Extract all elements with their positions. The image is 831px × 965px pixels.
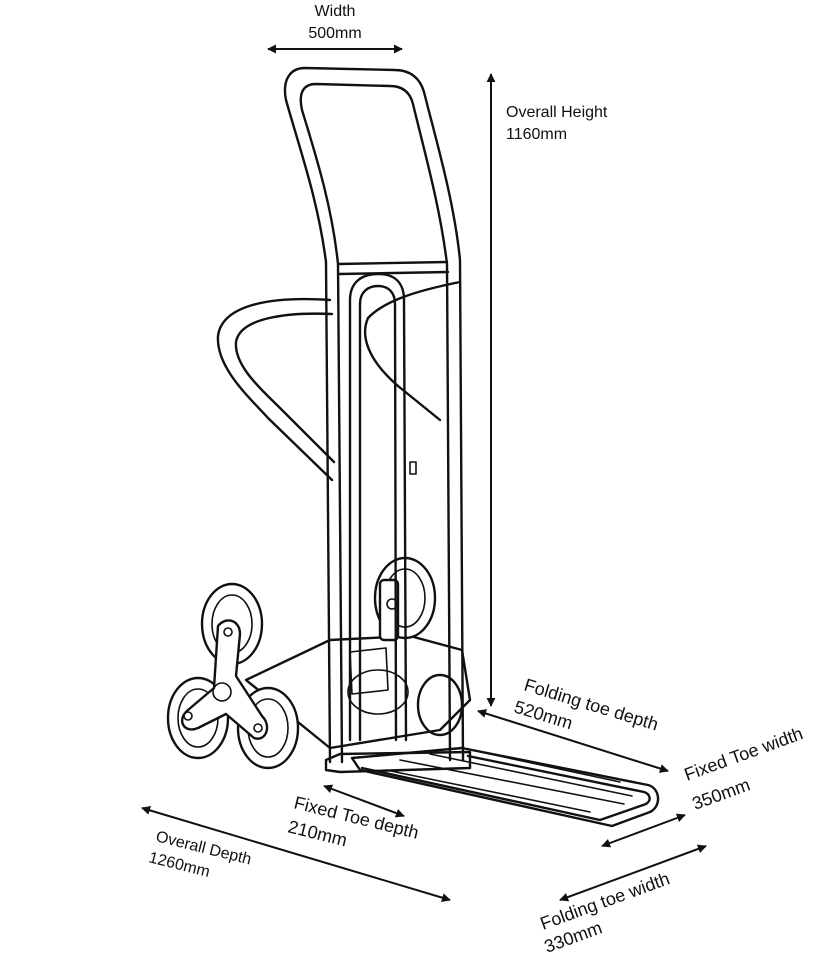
width-label: Width <box>315 3 356 20</box>
folding-toe-depth-arrow <box>477 709 669 773</box>
height-value: 1160mm <box>506 126 567 143</box>
main-frame <box>283 66 465 764</box>
dimension-arrows <box>141 44 707 902</box>
rear-handle-loop <box>216 280 462 482</box>
fixed-toe <box>324 750 472 774</box>
dimension-labels: Width 500mm Overall Height 1160mm Foldin… <box>147 3 806 957</box>
overall-depth-arrow <box>141 806 451 902</box>
fixed-toe-width-arrow <box>601 813 686 848</box>
width-value: 500mm <box>308 25 361 42</box>
hand-truck-illustration <box>166 66 660 828</box>
folding-toe-width-label: Folding toe width <box>538 868 673 933</box>
tri-star-wheel-set <box>166 582 300 770</box>
height-label: Overall Height <box>506 104 608 121</box>
folding-toe-width-arrow <box>559 844 707 902</box>
